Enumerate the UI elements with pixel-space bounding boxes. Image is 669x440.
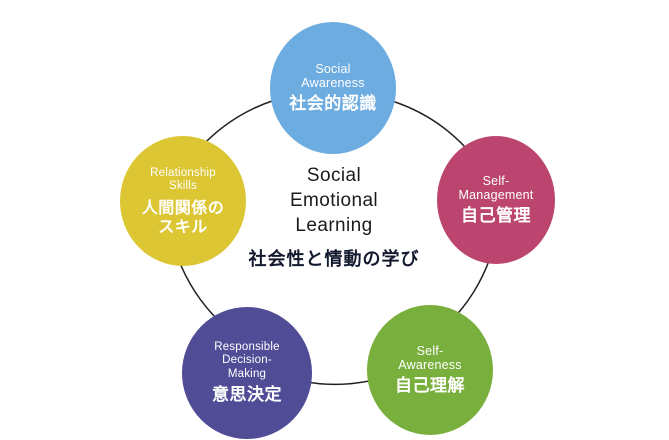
node-self-awareness-label-ja: 自己理解: [395, 376, 465, 396]
arc-relationship-to-social: [200, 99, 276, 148]
node-social-awareness[interactable]: Social Awareness 社会的認識: [270, 22, 396, 154]
node-responsible-decision-making-label-en: Responsible Decision- Making: [214, 340, 280, 380]
node-relationship-skills[interactable]: Relationship Skills 人間関係の スキル: [120, 136, 246, 266]
node-self-awareness[interactable]: Self- Awareness 自己理解: [367, 305, 493, 435]
node-social-awareness-label-ja: 社会的認識: [289, 94, 377, 114]
arc-social-to-self-management: [391, 100, 467, 149]
node-responsible-decision-making-label-ja: 意思決定: [212, 385, 282, 406]
node-self-management-label-ja: 自己管理: [461, 206, 531, 226]
node-relationship-skills-label-en: Relationship Skills: [150, 166, 216, 193]
center-title-ja: 社会性と情動の学び: [248, 249, 420, 270]
node-relationship-skills-label-ja: 人間関係の スキル: [141, 197, 225, 236]
node-self-management[interactable]: Self- Management 自己管理: [437, 136, 555, 264]
node-self-awareness-label-en: Self- Awareness: [398, 344, 462, 372]
node-self-management-label-en: Self- Management: [458, 174, 534, 202]
center-label-block: Social Emotional Learning 社会性と情動の学び: [234, 163, 434, 271]
arc-responsible-to-relationship: [177, 257, 221, 323]
center-title-en: Social Emotional Learning: [289, 165, 379, 236]
node-social-awareness-label-en: Social Awareness: [301, 62, 365, 90]
node-responsible-decision-making[interactable]: Responsible Decision- Making 意思決定: [182, 307, 312, 439]
